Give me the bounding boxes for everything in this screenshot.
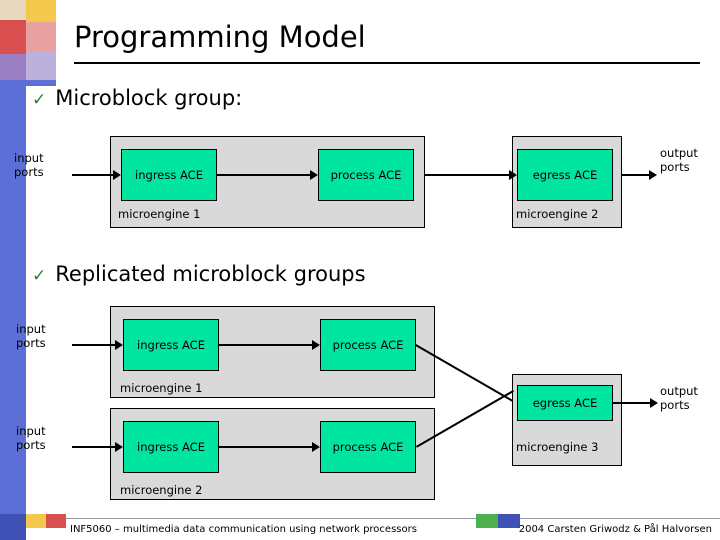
bullet-microblock-group: ✓ Microblock group: xyxy=(32,86,242,110)
box-label: process ACE xyxy=(332,338,404,352)
footer-accent-blue xyxy=(498,514,520,528)
accent-bar-blue xyxy=(26,80,56,86)
box-label: process ACE xyxy=(330,168,402,182)
diagram2-arrow-in-top-head xyxy=(115,340,123,350)
accent-square-lavender xyxy=(26,52,56,80)
box-label: ingress ACE xyxy=(135,168,203,182)
band-segment-bottom-blue xyxy=(0,514,26,540)
diagram1-ingress-ace-box: ingress ACE xyxy=(121,149,217,201)
accent-square-yellow xyxy=(26,0,56,22)
diagram2-arrow-mid-bottom-head xyxy=(312,442,320,452)
diagram2-ingress-ace-top-box: ingress ACE xyxy=(123,319,219,371)
check-icon: ✓ xyxy=(32,90,47,110)
diagram1-arrow-mid2-line xyxy=(425,174,510,176)
band-segment-purple xyxy=(0,54,26,80)
accent-square-pink xyxy=(26,22,56,52)
bullet-replicated-microblock-groups: ✓ Replicated microblock groups xyxy=(32,262,366,286)
band-segment-red xyxy=(0,20,26,54)
title-underline xyxy=(74,62,700,64)
footer-accent-red xyxy=(46,514,66,528)
diagram1-process-ace-box: process ACE xyxy=(318,149,414,201)
diagram2-arrow-out-line xyxy=(613,402,651,404)
box-label: ingress ACE xyxy=(137,338,205,352)
bullet-label: Replicated microblock groups xyxy=(55,262,366,286)
diagram1-arrow-in-head xyxy=(113,170,121,180)
diagram2-arrow-mid-bottom-line xyxy=(219,446,313,448)
box-label: ingress ACE xyxy=(137,440,205,454)
diagram1-arrow-out-line xyxy=(622,174,650,176)
bullet-label: Microblock group: xyxy=(55,86,243,110)
diagram2-arrow-out-head xyxy=(650,398,658,408)
diagram2-arrow-mid-top-head xyxy=(312,340,320,350)
diagram1-arrow-out-head xyxy=(649,170,657,180)
diagram2-process-ace-bottom-box: process ACE xyxy=(320,421,416,473)
accent-square-red xyxy=(0,0,26,20)
footer-left-text: INF5060 – multimedia data communication … xyxy=(70,524,417,535)
band-segment-blue xyxy=(0,80,26,514)
diagram2-ingress-ace-bottom-box: ingress ACE xyxy=(123,421,219,473)
diagram1-arrow-mid1-head xyxy=(310,170,318,180)
box-label: egress ACE xyxy=(532,396,598,410)
diagram2-arrow-mid-top-line xyxy=(219,344,313,346)
diagram2-process-ace-top-box: process ACE xyxy=(320,319,416,371)
decorative-left-band xyxy=(0,0,26,540)
footer-right-text: 2004 Carsten Griwodz & Pål Halvorsen xyxy=(518,524,712,535)
diagram1-arrow-mid1-line xyxy=(217,174,311,176)
diagram2-arrow-in-top-line xyxy=(72,344,116,346)
box-label: process ACE xyxy=(332,440,404,454)
diagram1-egress-ace-box: egress ACE xyxy=(517,149,613,201)
accent-square-white xyxy=(56,0,74,80)
diagram2-microengine2-label: microengine 2 xyxy=(120,483,203,497)
diagram2-arrow-in-bottom-head xyxy=(115,442,123,452)
diagram1-microengine2-label: microengine 2 xyxy=(516,207,599,221)
footer-divider xyxy=(26,518,720,519)
page-title: Programming Model xyxy=(74,20,366,54)
diagram2-arrow-in-bottom-line xyxy=(72,446,116,448)
footer-accent-yellow xyxy=(26,514,46,528)
diagram2-microengine1-label: microengine 1 xyxy=(120,381,203,395)
diagram2-egress-ace-box: egress ACE xyxy=(517,385,613,421)
diagram1-microengine1-label: microengine 1 xyxy=(118,207,201,221)
diagram1-arrow-in-line xyxy=(72,174,114,176)
diagram1-arrow-mid2-head xyxy=(509,170,517,180)
box-label: egress ACE xyxy=(532,168,598,182)
footer-accent-green xyxy=(476,514,498,528)
check-icon: ✓ xyxy=(32,266,47,286)
diagram2-microengine3-label: microengine 3 xyxy=(516,440,599,454)
